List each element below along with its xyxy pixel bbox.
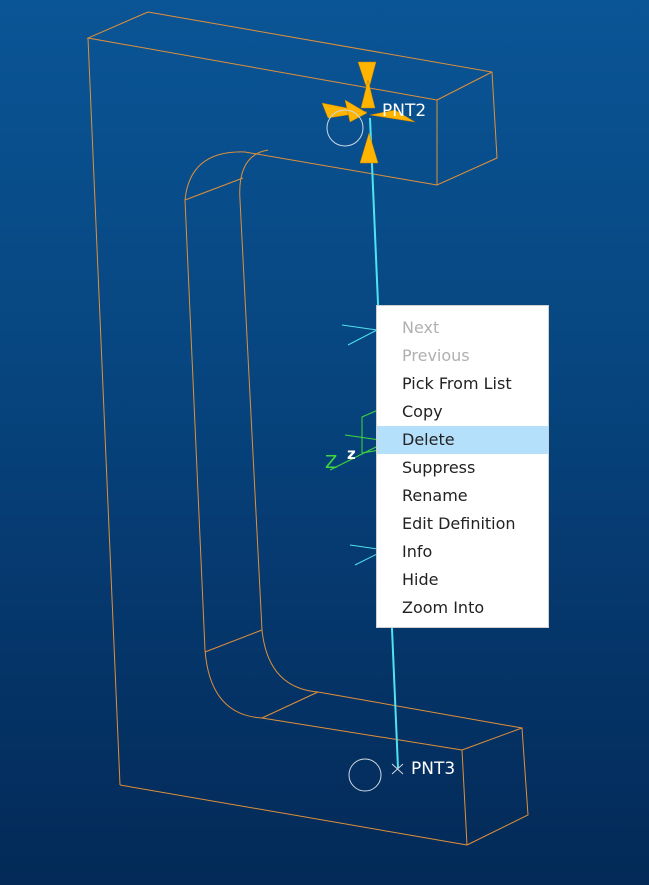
menu-item-rename[interactable]: Rename [402, 486, 468, 505]
point-label-pnt3[interactable]: PNT3 [411, 759, 456, 779]
csys-z-label: Z [325, 452, 338, 473]
menu-item-suppress[interactable]: Suppress [402, 458, 476, 477]
menu-item-info[interactable]: Info [402, 542, 433, 561]
menu-item-pick-from-list[interactable]: Pick From List [402, 374, 512, 393]
point-label-pnt2[interactable]: PNT2 [382, 101, 427, 121]
context-menu: Next Previous Pick From List Copy Delete… [376, 305, 549, 628]
menu-item-previous: Previous [402, 346, 470, 365]
pnt2-marker-icon [326, 109, 364, 147]
csys-z-small-label: z [347, 445, 356, 463]
part-wireframe [86, 11, 529, 846]
menu-item-edit-definition[interactable]: Edit Definition [402, 514, 516, 533]
menu-item-delete[interactable]: Delete [377, 426, 548, 454]
csys-icon [329, 409, 381, 471]
menu-item-zoom-into[interactable]: Zoom Into [402, 598, 485, 617]
menu-item-hide[interactable]: Hide [402, 570, 439, 589]
pnt3-marker-icon [348, 758, 404, 792]
menu-item-copy[interactable]: Copy [402, 402, 443, 421]
menu-item-next: Next [402, 318, 440, 337]
